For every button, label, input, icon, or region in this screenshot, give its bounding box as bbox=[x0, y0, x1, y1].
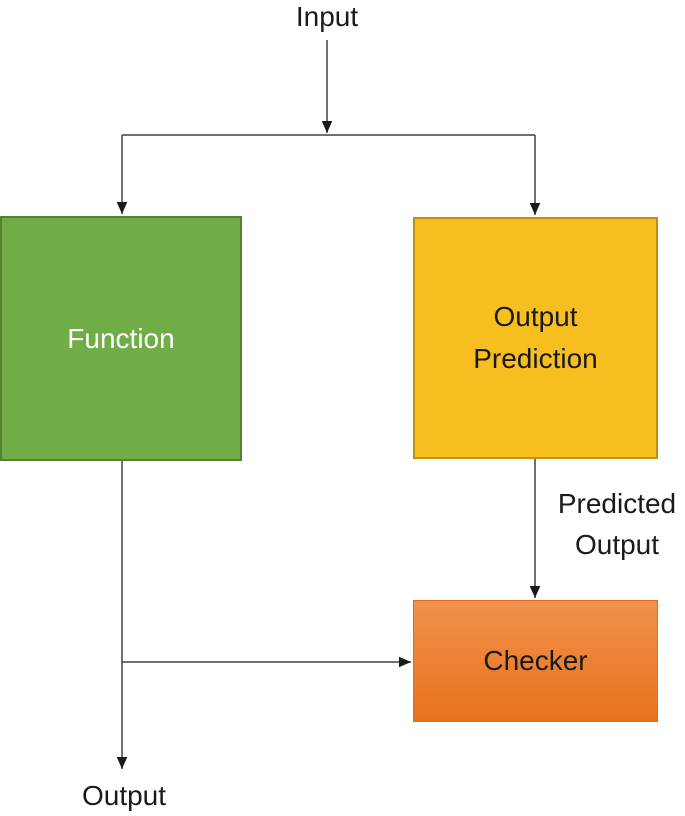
predicted-output-label: Predicted Output bbox=[557, 488, 677, 560]
checker-node: Checker bbox=[413, 600, 658, 722]
output-label: Output bbox=[81, 780, 167, 811]
checker-node-label: Checker bbox=[483, 645, 588, 676]
input-label: Input bbox=[295, 1, 359, 32]
function-node-label: Function bbox=[67, 322, 175, 354]
output-prediction-node: Output Prediction bbox=[413, 217, 658, 459]
function-node: Function bbox=[0, 216, 242, 461]
output-prediction-node-label: Output Prediction bbox=[473, 301, 598, 374]
